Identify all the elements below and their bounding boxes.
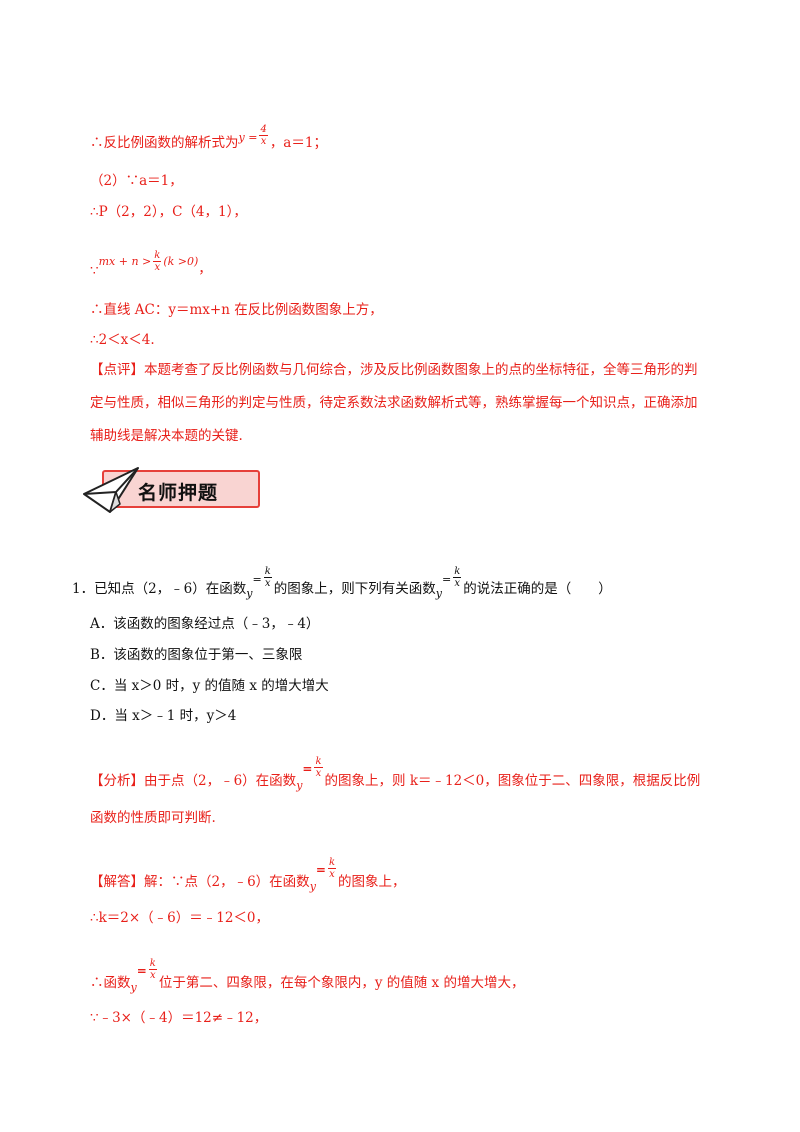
function-expression: y = bbox=[238, 131, 258, 144]
analysis-tag: 【分析】 bbox=[90, 773, 144, 789]
option-d: D．当 x＞﹣1 时，y＞4 bbox=[90, 708, 237, 724]
option-a: A．该函数的图象经过点（﹣3，﹣4） bbox=[90, 616, 320, 632]
option-c: C．当 x＞0 时，y 的值随 x 的增大增大 bbox=[90, 678, 329, 694]
solution-line-3: ∴P（2，2），C（4，1）， bbox=[90, 204, 247, 220]
section-banner: 名师押题 bbox=[80, 462, 260, 514]
solution-line-5: ∴直线 AC：y＝mx+n 在反比例函数图象上方， bbox=[90, 302, 383, 318]
answer-line-2: ∴k＝2×（﹣6）＝﹣12＜0， bbox=[90, 910, 270, 926]
comment-tag: 【点评】 bbox=[90, 362, 144, 378]
comment-line-2: 定与性质，相似三角形的判定与性质，待定系数法求函数解析式等，熟练掌握每一个知识点… bbox=[90, 395, 698, 411]
answer-tag: 【解答】 bbox=[90, 874, 144, 890]
comment-line-1: 【点评】本题考查了反比例函数与几何综合，涉及反比例函数图象上的点的坐标特征，全等… bbox=[90, 362, 698, 378]
inequality-left: mx + n > bbox=[98, 255, 152, 268]
comment-line-3: 辅助线是解决本题的关键. bbox=[90, 428, 243, 444]
solution-line-2: （2）∵a＝1， bbox=[90, 173, 183, 189]
inequality-condition: (k >0) bbox=[163, 255, 199, 268]
solution-line-6: ∴2＜x＜4. bbox=[90, 332, 155, 348]
analysis-line-2: 函数的性质即可判断. bbox=[90, 810, 216, 826]
paper-plane-icon bbox=[83, 467, 139, 513]
answer-line-4: ∵﹣3×（﹣4）＝12≠﹣12， bbox=[90, 1010, 268, 1026]
option-b: B．该函数的图象位于第一、三象限 bbox=[90, 647, 303, 663]
banner-title: 名师押题 bbox=[138, 482, 219, 504]
